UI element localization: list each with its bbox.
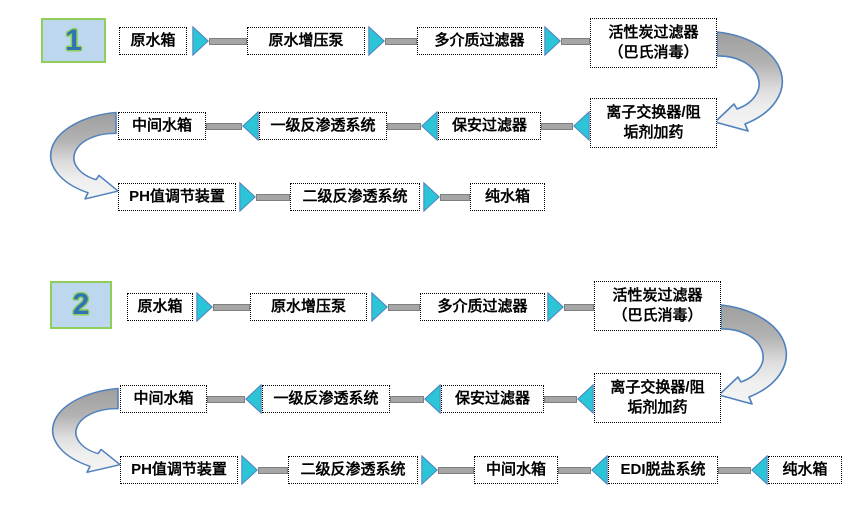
flow-connector bbox=[558, 467, 591, 474]
node-raw-water-booster-pump: 原水增压泵 bbox=[247, 27, 365, 55]
node-raw-water-tank: 原水箱 bbox=[127, 293, 193, 321]
node-ph-adjustment-device: PH值调节装置 bbox=[118, 183, 236, 211]
arrowhead-right-icon bbox=[192, 26, 209, 56]
arrowhead-right-icon bbox=[423, 182, 440, 212]
u-turn-arrow-down-left-icon bbox=[718, 304, 788, 405]
arrowhead-right-icon bbox=[196, 292, 213, 322]
flow-connector bbox=[564, 304, 594, 311]
arrowhead-right-icon bbox=[371, 292, 388, 322]
node-raw-water-tank: 原水箱 bbox=[119, 27, 187, 55]
node-pure-water-tank: 纯水箱 bbox=[768, 456, 842, 484]
node-multimedia-filter: 多介质过滤器 bbox=[420, 293, 545, 321]
node-ph-adjustment-device: PH值调节装置 bbox=[120, 456, 238, 484]
arrowhead-right-icon bbox=[241, 455, 258, 485]
u-turn-arrow-down-left-icon bbox=[714, 31, 784, 132]
flow-connector bbox=[209, 38, 247, 45]
u-turn-arrow-down-right-icon bbox=[51, 387, 121, 473]
flow-connector bbox=[388, 304, 420, 311]
flow-connector bbox=[718, 467, 751, 474]
flow-connector bbox=[385, 38, 417, 45]
arrowhead-left-icon bbox=[242, 111, 259, 141]
arrowhead-left-icon bbox=[421, 111, 438, 141]
flow-connector bbox=[256, 194, 290, 201]
flow-connector bbox=[438, 467, 474, 474]
u-turn-arrow-down-right-icon bbox=[49, 111, 119, 200]
arrowhead-left-icon bbox=[591, 455, 608, 485]
node-security-filter: 保安过滤器 bbox=[438, 112, 541, 140]
flow-connector bbox=[561, 38, 590, 45]
flow-connector bbox=[206, 123, 242, 130]
flow-connector bbox=[440, 194, 470, 201]
arrowhead-left-icon bbox=[751, 455, 768, 485]
node-security-filter: 保安过滤器 bbox=[441, 385, 544, 413]
node-first-stage-ro-system: 一级反渗透系统 bbox=[262, 385, 390, 413]
flow-connector bbox=[541, 123, 573, 130]
node-multimedia-filter: 多介质过滤器 bbox=[417, 27, 542, 55]
node-second-stage-ro-system: 二级反渗透系统 bbox=[288, 456, 418, 484]
flow1-badge: 1 bbox=[41, 18, 106, 63]
node-edi-desalination-system: EDI脱盐系统 bbox=[608, 456, 718, 484]
arrowhead-left-icon bbox=[577, 384, 594, 414]
node-activated-carbon-filter: 活性炭过滤器 （巴氏消毒） bbox=[590, 18, 717, 68]
arrowhead-right-icon bbox=[421, 455, 438, 485]
node-raw-water-booster-pump: 原水增压泵 bbox=[250, 293, 367, 321]
node-ion-exchanger-antiscalant-dosing: 离子交换器/阻 垢剂加药 bbox=[590, 98, 717, 148]
node-intermediate-water-tank: 中间水箱 bbox=[474, 456, 558, 484]
node-intermediate-water-tank: 中间水箱 bbox=[120, 385, 207, 413]
flow-connector bbox=[544, 396, 577, 403]
arrowhead-right-icon bbox=[368, 26, 385, 56]
arrowhead-right-icon bbox=[547, 292, 564, 322]
node-second-stage-ro-system: 二级反渗透系统 bbox=[290, 183, 420, 211]
flow-connector bbox=[213, 304, 250, 311]
arrowhead-left-icon bbox=[573, 111, 590, 141]
node-intermediate-water-tank: 中间水箱 bbox=[118, 112, 206, 140]
flow-connector bbox=[390, 396, 424, 403]
flow-connector bbox=[258, 467, 288, 474]
arrowhead-left-icon bbox=[424, 384, 441, 414]
arrowhead-left-icon bbox=[245, 384, 262, 414]
node-first-stage-ro-system: 一级反渗透系统 bbox=[259, 112, 387, 140]
flow2-badge: 2 bbox=[50, 281, 112, 329]
arrowhead-right-icon bbox=[239, 182, 256, 212]
flow-connector bbox=[387, 123, 421, 130]
arrowhead-right-icon bbox=[544, 26, 561, 56]
node-pure-water-tank: 纯水箱 bbox=[470, 183, 545, 211]
node-ion-exchanger-antiscalant-dosing: 离子交换器/阻 垢剂加药 bbox=[594, 373, 721, 423]
node-activated-carbon-filter: 活性炭过滤器 （巴氏消毒） bbox=[594, 281, 721, 331]
flow-connector bbox=[207, 396, 245, 403]
